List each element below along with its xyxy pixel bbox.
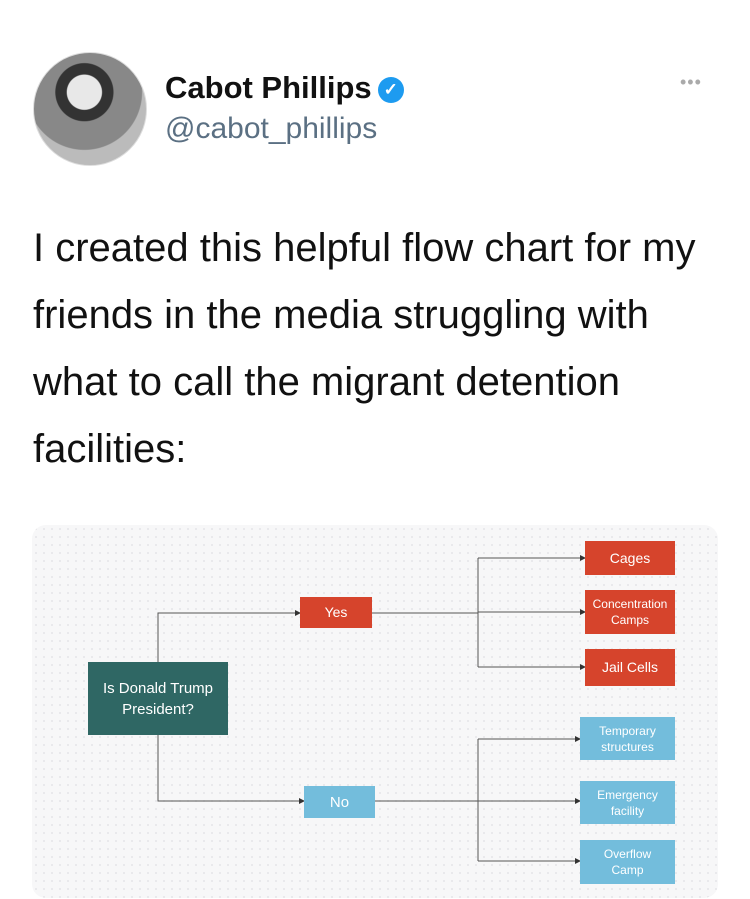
avatar[interactable] — [33, 52, 147, 166]
verified-badge-icon: ✓ — [377, 77, 404, 103]
no-node: No — [304, 786, 375, 818]
outcome-concentration-camps: Concentration Camps — [585, 590, 675, 634]
connector-no — [157, 735, 305, 804]
author-handle[interactable]: @cabot_phillips — [165, 112, 378, 145]
author-name[interactable]: Cabot Phillips✓ — [165, 70, 404, 106]
flowchart-connectors — [157, 555, 586, 864]
outcome-cages: Cages — [585, 541, 675, 575]
outcome-jail-cells: Jail Cells — [585, 649, 675, 686]
outcome-emergency-facility: Emergency facility — [580, 781, 675, 824]
tweet-text: I created this helpful flow chart for my… — [33, 226, 696, 471]
yes-node: Yes — [300, 597, 372, 628]
more-options-icon[interactable]: ••• — [680, 72, 702, 92]
outcome-temporary-structures: Temporary structures — [580, 717, 675, 760]
connector-yes — [157, 610, 301, 662]
question-node: Is Donald Trump President? — [88, 662, 228, 735]
flowchart-image: Is Donald Trump President? Yes No Cages … — [32, 525, 718, 898]
outcome-overflow-camp: Overflow Camp — [580, 840, 675, 884]
